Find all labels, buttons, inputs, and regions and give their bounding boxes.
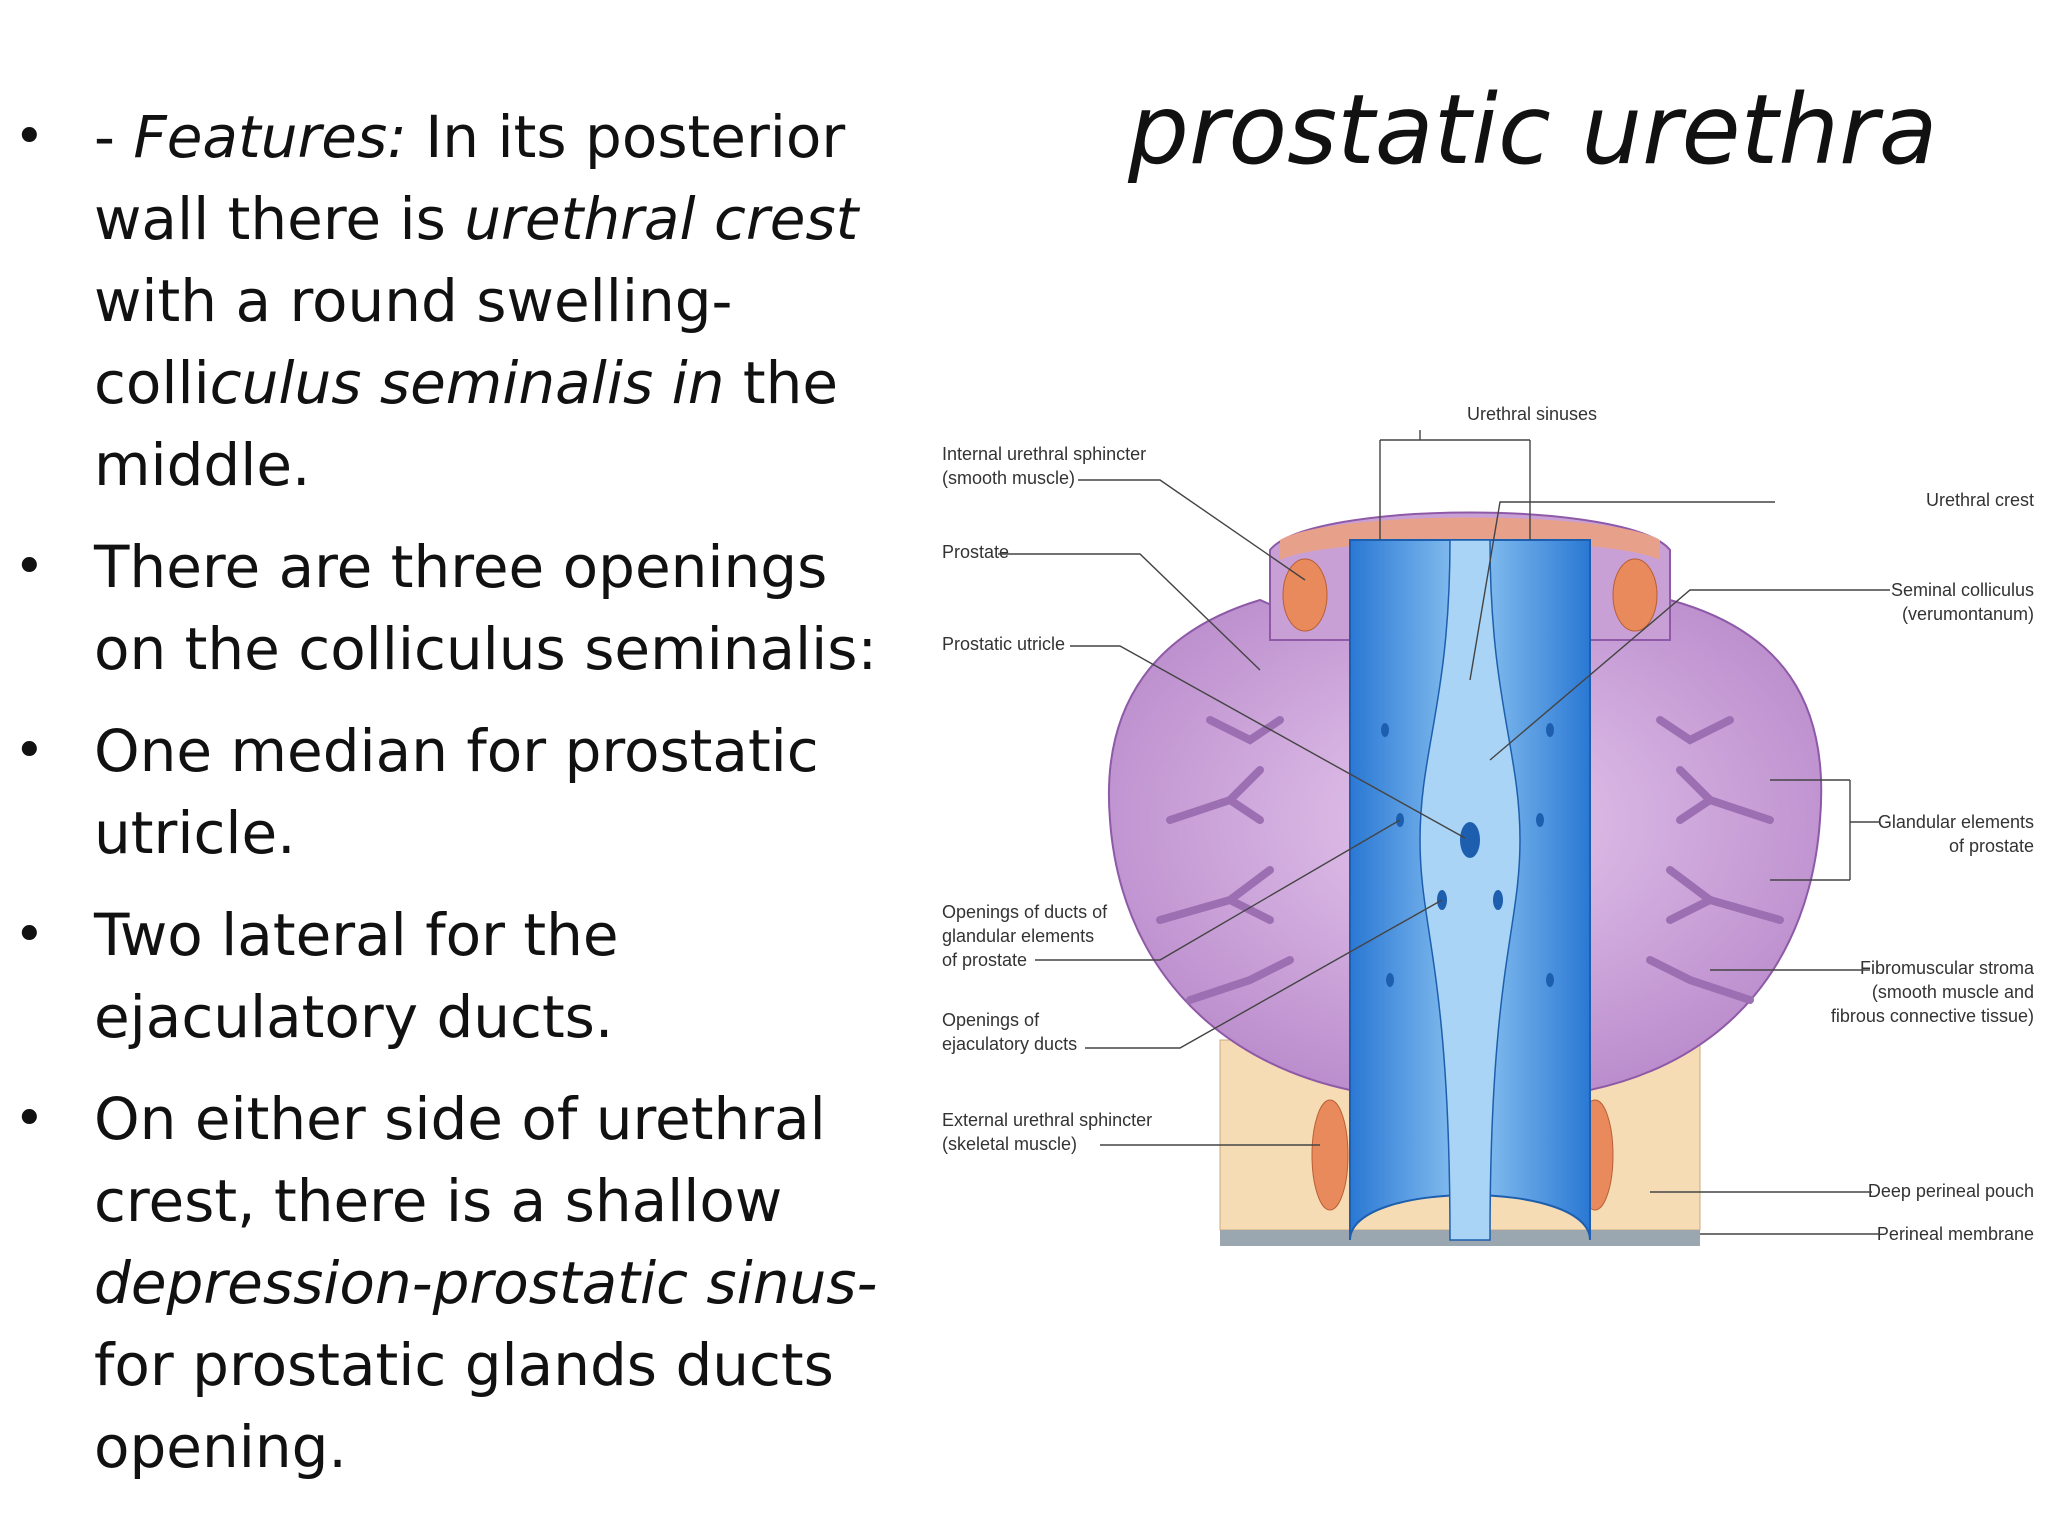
- label-openings-glandular: Openings of ducts of: [942, 902, 1108, 922]
- bullet-text: There are three openings on the collicul…: [94, 533, 877, 683]
- label-fibromuscular-3: fibrous connective tissue): [1831, 1006, 2034, 1026]
- prostatic-utricle-opening: [1460, 822, 1480, 858]
- bullet-text: for prostatic glands ducts opening.: [94, 1331, 834, 1481]
- label-perineal-membrane: Perineal membrane: [1877, 1224, 2034, 1244]
- label-internal-sphincter: Internal urethral sphincter: [942, 444, 1146, 464]
- bullet-text: On either side of urethral crest, there …: [94, 1085, 826, 1235]
- label-internal-sphincter-note: (smooth muscle): [942, 468, 1075, 488]
- label-external-sphincter-note: (skeletal muscle): [942, 1134, 1077, 1154]
- prostatic-urethra-diagram: Urethral sinuses Internal urethral sphin…: [942, 404, 2035, 1246]
- bullet-text: urethral crest: [464, 185, 859, 253]
- glandular-branches: [1156, 716, 1784, 1004]
- external-sphincter-left: [1311, 1099, 1349, 1211]
- bullet-text: culus seminalis in: [209, 349, 725, 417]
- slide-title: prostatic urethra: [1128, 74, 1938, 186]
- label-glandular: Glandular elements: [1878, 812, 2034, 832]
- label-openings-glandular-3: of prostate: [942, 950, 1027, 970]
- leader-lines: [998, 430, 1890, 1235]
- label-seminal-colliculus: Seminal colliculus: [1891, 580, 2034, 600]
- label-urethral-crest: Urethral crest: [1926, 490, 2034, 510]
- label-fibromuscular-2: (smooth muscle and: [1872, 982, 2034, 1002]
- prostate-body: [1107, 598, 1823, 1092]
- bullet-item: Two lateral for the ejaculatory ducts.: [0, 894, 900, 1058]
- bullet-text: depression-prostatic sinus-: [94, 1249, 878, 1317]
- bullet-text: One median for prostatic utricle.: [94, 717, 819, 867]
- label-prostate: Prostate: [942, 542, 1009, 562]
- label-openings-ejac: Openings of: [942, 1010, 1040, 1030]
- label-urethral-sinuses: Urethral sinuses: [1467, 404, 1597, 424]
- label-external-sphincter: External urethral sphincter: [942, 1110, 1152, 1130]
- bullet-text: the middle.: [94, 349, 839, 499]
- label-fibromuscular: Fibromuscular stroma: [1860, 958, 2035, 978]
- urethral-crest: [1419, 539, 1521, 1241]
- label-deep-perineal: Deep perineal pouch: [1868, 1181, 2034, 1201]
- bullet-text: Two lateral for the ejaculatory ducts.: [94, 901, 619, 1051]
- internal-sphincter-band: [1280, 517, 1660, 560]
- label-seminal-colliculus-2: (verumontanum): [1902, 604, 2034, 624]
- bullet-text: Features:: [133, 103, 407, 171]
- bullet-item: One median for prostatic utricle.: [0, 710, 900, 874]
- internal-sphincter-right: [1612, 558, 1658, 632]
- label-openings-glandular-2: glandular elements: [942, 926, 1094, 946]
- label-glandular-2: of prostate: [1949, 836, 2034, 856]
- bullet-item: On either side of urethral crest, there …: [0, 1078, 900, 1488]
- bullet-item: - Features: In its posterior wall there …: [0, 96, 900, 506]
- bullet-list: - Features: In its posterior wall there …: [0, 96, 900, 1508]
- bullet-text: with a round swelling- colli: [94, 267, 733, 417]
- label-openings-ejac-2: ejaculatory ducts: [942, 1034, 1077, 1054]
- internal-sphincter-left: [1282, 558, 1328, 632]
- label-prostatic-utricle: Prostatic utricle: [942, 634, 1065, 654]
- bullet-text: In its posterior wall there is: [94, 103, 846, 253]
- bullet-item: There are three openings on the collicul…: [0, 526, 900, 690]
- bullet-text: -: [94, 103, 134, 171]
- duct-openings: [1381, 723, 1554, 987]
